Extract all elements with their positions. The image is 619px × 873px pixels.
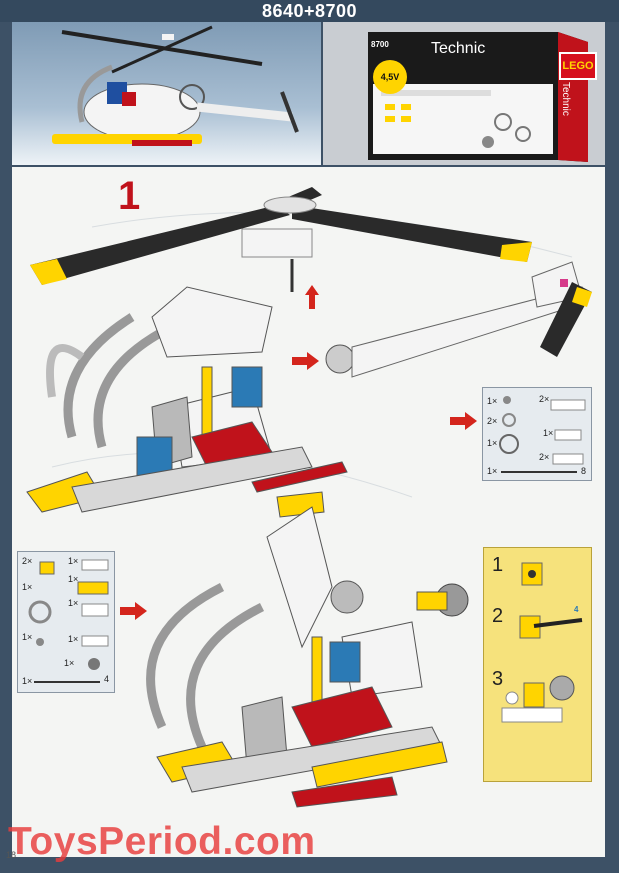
page-number: 18 — [6, 850, 17, 860]
qty-label: 1× — [22, 632, 33, 642]
qty-label: 1× — [68, 556, 79, 566]
qty-label: 1× — [487, 396, 498, 406]
box-art — [368, 32, 588, 162]
qty-label: 1× — [64, 658, 75, 668]
qty-label: 1× — [68, 634, 79, 644]
qty-label: 1× — [68, 574, 79, 584]
qty-label: 1× — [487, 438, 498, 448]
axle-length-label: 8 — [581, 466, 587, 476]
qty-label: 2× — [539, 394, 550, 404]
qty-label: 2× — [22, 556, 33, 566]
box-set-number: 8700 — [371, 40, 389, 49]
qty-label: 1× — [68, 598, 79, 608]
header-bar: 8640+8700 — [0, 0, 619, 22]
subassembly-art — [501, 562, 583, 723]
voltage-badge: 4,5V — [373, 60, 407, 94]
step-number: 1 — [118, 174, 141, 218]
qty-label: 2× — [487, 416, 498, 426]
qty-label: 1× — [543, 428, 554, 438]
substep-number: 3 — [492, 668, 504, 690]
box-side-label: Technic — [560, 82, 571, 116]
axle-length-label: 4 — [574, 605, 579, 614]
qty-label: 1× — [487, 466, 498, 476]
qty-label: 1× — [22, 676, 33, 686]
qty-label: 2× — [539, 452, 550, 462]
subassembly-panel: 1 2 3 4 — [483, 547, 592, 782]
substep-number: 2 — [492, 605, 504, 627]
box-brand-label: Technic — [431, 40, 486, 57]
parts-list-b-art — [28, 559, 109, 683]
helicopter-photo — [12, 22, 321, 165]
step-illustrations — [26, 187, 592, 808]
parts-list-a-art — [499, 396, 586, 473]
qty-label: 1× — [22, 582, 33, 592]
helicopter-photo-art — [52, 25, 299, 146]
watermark: ToysPeriod.com — [0, 818, 619, 873]
watermark-text: ToysPeriod.com — [8, 820, 316, 863]
parts-list-a: 1× 2× 2× 1× 1× 2× 1× 8 — [482, 387, 592, 481]
lego-logo: LEGO — [559, 52, 597, 80]
set-title: 8640+8700 — [261, 1, 358, 21]
set-box-photo: 8700 Technic 4,5V LEGO Technic — [323, 22, 605, 165]
axle-length-label: 4 — [104, 674, 110, 684]
parts-list-b: 2× 1× 1× 1× 1× 1× 1× 1× 1× 4 — [17, 551, 115, 693]
substep-number: 1 — [492, 554, 504, 576]
